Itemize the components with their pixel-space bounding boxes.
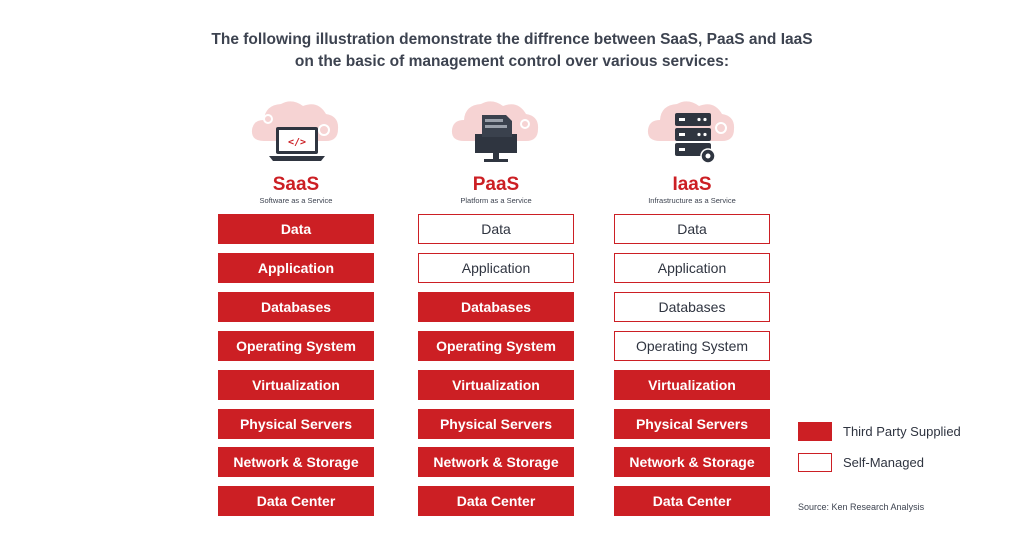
layer-box-physical-servers: Physical Servers	[418, 409, 574, 439]
layer-box-virtualization: Virtualization	[418, 370, 574, 400]
saas-column: </> SaaS Software as a Service	[218, 97, 374, 206]
legend-self-managed-label: Self-Managed	[843, 455, 924, 470]
layer-box-databases: Databases	[418, 292, 574, 322]
legend-third-party-label: Third Party Supplied	[843, 424, 961, 439]
layer-box-network-storage: Network & Storage	[218, 447, 374, 477]
layer-box-data: Data	[218, 214, 374, 244]
layer-box-operating-system: Operating System	[614, 331, 770, 361]
self-managed-swatch	[798, 453, 832, 472]
column-title: IaaS	[672, 174, 712, 195]
column-subtitle: Infrastructure as a Service	[648, 196, 736, 205]
column-title: PaaS	[472, 174, 520, 195]
laptop-code-icon: </>	[218, 97, 374, 173]
layer-box-application: Application	[614, 253, 770, 283]
paas-column: PaaS Platform as a Service	[418, 97, 574, 206]
iaas-column: IaaS Infrastructure as a Service	[614, 97, 770, 206]
layer-box-virtualization: Virtualization	[614, 370, 770, 400]
layer-box-databases: Databases	[614, 292, 770, 322]
layer-box-data-center: Data Center	[218, 486, 374, 516]
layer-box-data: Data	[614, 214, 770, 244]
layer-box-operating-system: Operating System	[418, 331, 574, 361]
platform-monitor-icon	[418, 97, 574, 173]
column-subtitle: Software as a Service	[259, 196, 333, 205]
layer-box-application: Application	[218, 253, 374, 283]
layer-box-data-center: Data Center	[418, 486, 574, 516]
heading-line-1: The following illustration demonstrate t…	[211, 31, 813, 48]
legend-self-managed: Self-Managed	[798, 453, 924, 472]
column-title: SaaS	[272, 174, 320, 195]
layer-box-network-storage: Network & Storage	[418, 447, 574, 477]
svg-text:</>: </>	[288, 137, 306, 148]
layer-box-databases: Databases	[218, 292, 374, 322]
layer-box-application: Application	[418, 253, 574, 283]
column-subtitle: Platform as a Service	[460, 196, 532, 205]
layer-box-network-storage: Network & Storage	[614, 447, 770, 477]
layer-box-physical-servers: Physical Servers	[614, 409, 770, 439]
layer-box-virtualization: Virtualization	[218, 370, 374, 400]
legend-third-party: Third Party Supplied	[798, 422, 961, 441]
server-rack-icon	[614, 97, 770, 173]
heading-line-2: on the basic of management control over …	[294, 53, 730, 70]
layer-box-data-center: Data Center	[614, 486, 770, 516]
layer-box-physical-servers: Physical Servers	[218, 409, 374, 439]
layer-box-operating-system: Operating System	[218, 331, 374, 361]
diagram-heading: The following illustration demonstrate t…	[0, 29, 1024, 73]
layer-box-data: Data	[418, 214, 574, 244]
third-party-swatch	[798, 422, 832, 441]
source-note: Source: Ken Research Analysis	[798, 502, 925, 512]
